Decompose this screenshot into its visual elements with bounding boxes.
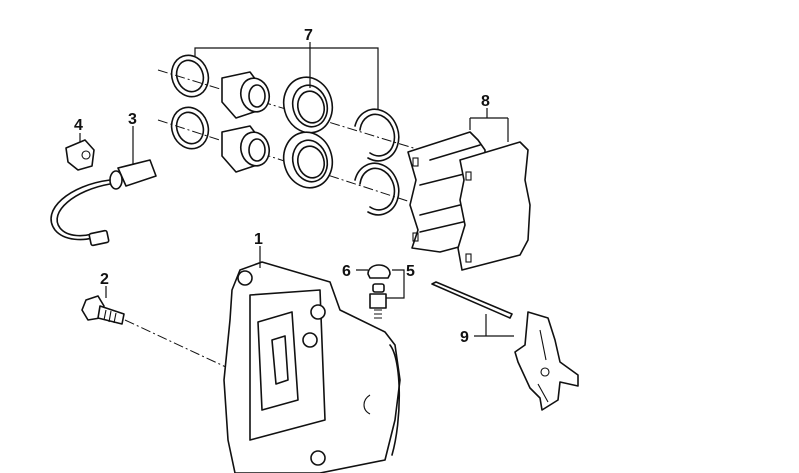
callout-6: 6 [342, 263, 351, 280]
callout-9: 9 [460, 329, 469, 346]
axis-line-lower [157, 119, 421, 206]
leader-8 [469, 108, 509, 142]
callout-5: 5 [406, 263, 415, 280]
part-2-bolt[interactable] [81, 295, 125, 325]
leader-9 [474, 314, 514, 337]
axis-line-bolt [124, 319, 229, 369]
axis-line-upper [157, 69, 421, 151]
callout-2: 2 [100, 271, 109, 288]
part-8-brake-pads[interactable] [407, 131, 531, 271]
part-1-caliper[interactable] [223, 261, 401, 473]
part-6-dust-cap[interactable] [367, 264, 391, 279]
callout-8: 8 [481, 93, 490, 110]
part-4-sensor-clip[interactable] [65, 139, 95, 171]
part-7-piston-kit[interactable] [166, 50, 400, 216]
callout-1: 1 [254, 231, 263, 248]
part-5-bleeder-valve[interactable] [369, 283, 387, 319]
callout-7: 7 [304, 27, 313, 44]
leader-5-6 [356, 269, 405, 299]
part-3-wear-sensor[interactable] [50, 159, 157, 247]
part-9-pin-and-spring[interactable] [431, 281, 579, 411]
callout-4: 4 [74, 117, 83, 134]
leader-7 [194, 42, 379, 110]
callout-3: 3 [128, 111, 137, 128]
